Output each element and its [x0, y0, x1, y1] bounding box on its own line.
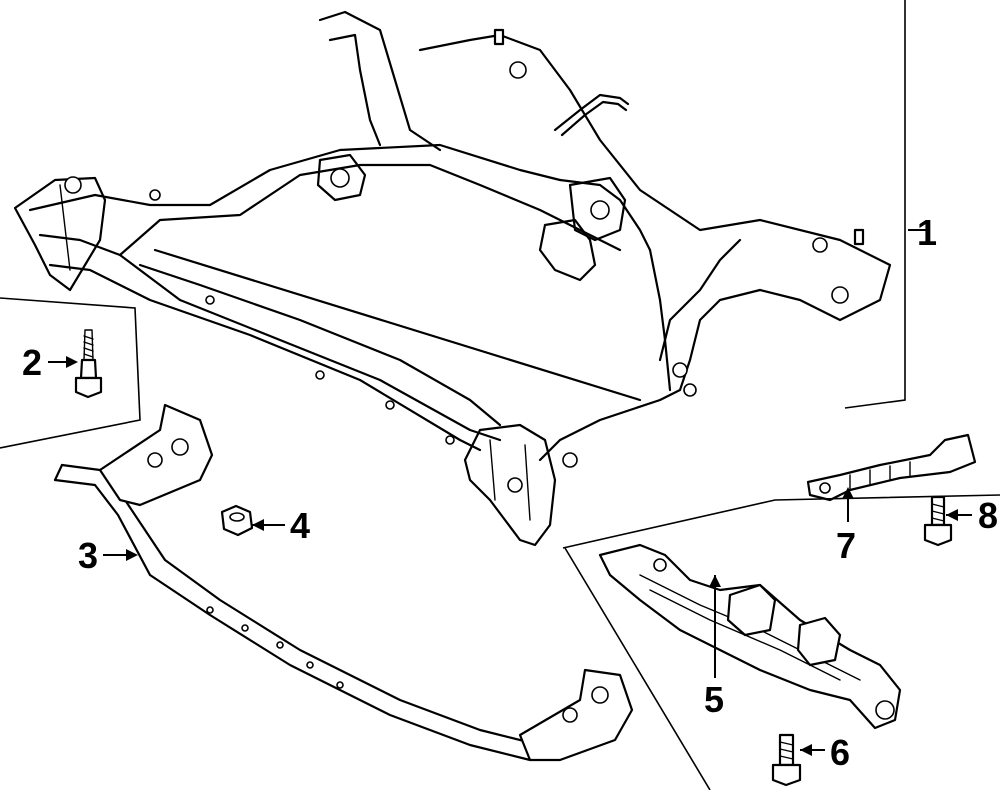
callout-1: 1	[917, 212, 937, 253]
callout-7: 7	[836, 525, 856, 566]
callout-8: 8	[978, 495, 998, 536]
nut-part-4[interactable]	[220, 504, 254, 537]
callout-2: 2	[22, 342, 42, 383]
leader-lines	[48, 229, 972, 756]
bolt-part-6[interactable]	[771, 733, 802, 787]
callout-3: 3	[78, 535, 98, 576]
strap-part-7[interactable]	[806, 433, 977, 502]
callout-5: 5	[704, 679, 724, 720]
bolt-part-8[interactable]	[923, 495, 953, 547]
bracket-part-5[interactable]	[598, 543, 902, 730]
callout-6: 6	[830, 732, 850, 773]
subframe-part-1[interactable]	[13, 10, 892, 547]
callout-4: 4	[290, 505, 310, 546]
bolt-part-2[interactable]	[74, 329, 103, 399]
brace-part-3[interactable]	[53, 403, 634, 762]
